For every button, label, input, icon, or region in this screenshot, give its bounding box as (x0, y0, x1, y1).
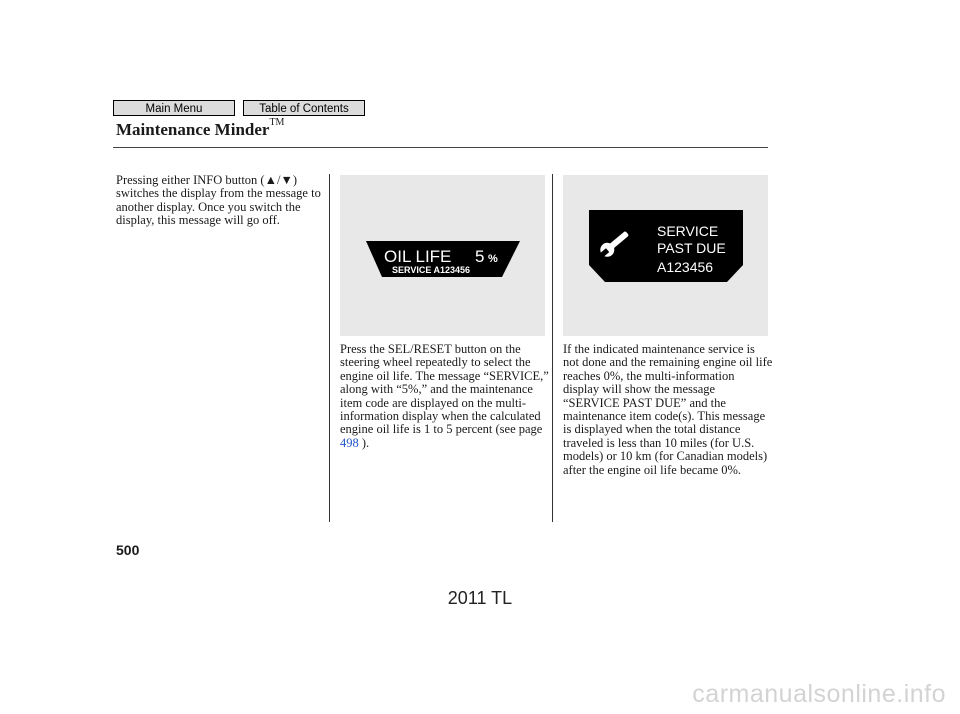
info-text-after: ) switches the display from the message … (116, 173, 321, 228)
watermark: carmanualsonline.info (692, 680, 946, 708)
maintenance-code-label: A123456 (657, 259, 713, 275)
service-code-label: SERVICE A123456 (392, 265, 470, 275)
wrench-icon (599, 231, 629, 258)
service-label: SERVICE (657, 223, 718, 239)
header-rule (113, 147, 768, 148)
past-due-text: If the indicated maintenance service is … (563, 342, 773, 477)
oil-life-value: 5 (475, 247, 484, 266)
sel-reset-text: Press the SEL/RESET button on the steeri… (340, 342, 549, 437)
past-due-paragraph: If the indicated maintenance service is … (563, 342, 773, 477)
trademark-mark: TM (269, 117, 285, 128)
service-past-due-display-svg: SERVICE PAST DUE A123456 (589, 210, 743, 282)
column-divider-1 (329, 174, 330, 522)
display-screen-shape-2 (589, 210, 743, 282)
display-screen-shape (366, 241, 520, 277)
slash-text: / (276, 173, 281, 187)
oil-life-display-svg: OIL LIFE 5 % SERVICE A123456 (366, 241, 520, 277)
footer-model-year: 2011 TL (447, 588, 513, 608)
sel-reset-text-end: ). (358, 435, 370, 450)
arrow-down-icon: ▼ (280, 173, 293, 187)
section-title-text: Maintenance Minder (116, 120, 270, 139)
service-past-due-display-illustration: SERVICE PAST DUE A123456 (563, 175, 768, 336)
column-divider-2 (552, 174, 553, 522)
info-button-paragraph: Pressing either INFO button (▲/▼) switch… (116, 173, 321, 228)
table-of-contents-button[interactable]: Table of Contents (243, 100, 365, 116)
main-menu-button[interactable]: Main Menu (113, 100, 235, 116)
oil-life-display-illustration: OIL LIFE 5 % SERVICE A123456 (340, 175, 545, 336)
oil-life-label: OIL LIFE (384, 247, 451, 266)
arrow-up-icon: ▲ (264, 173, 277, 187)
oil-life-unit: % (488, 253, 498, 265)
section-title: Maintenance MinderTM (116, 117, 285, 140)
info-text-before: Pressing either INFO button ( (116, 173, 265, 187)
page-498-link[interactable]: 498 (340, 435, 359, 450)
past-due-label: PAST DUE (657, 240, 726, 256)
page-number: 500 (116, 542, 140, 558)
sel-reset-paragraph: Press the SEL/RESET button on the steeri… (340, 342, 550, 450)
